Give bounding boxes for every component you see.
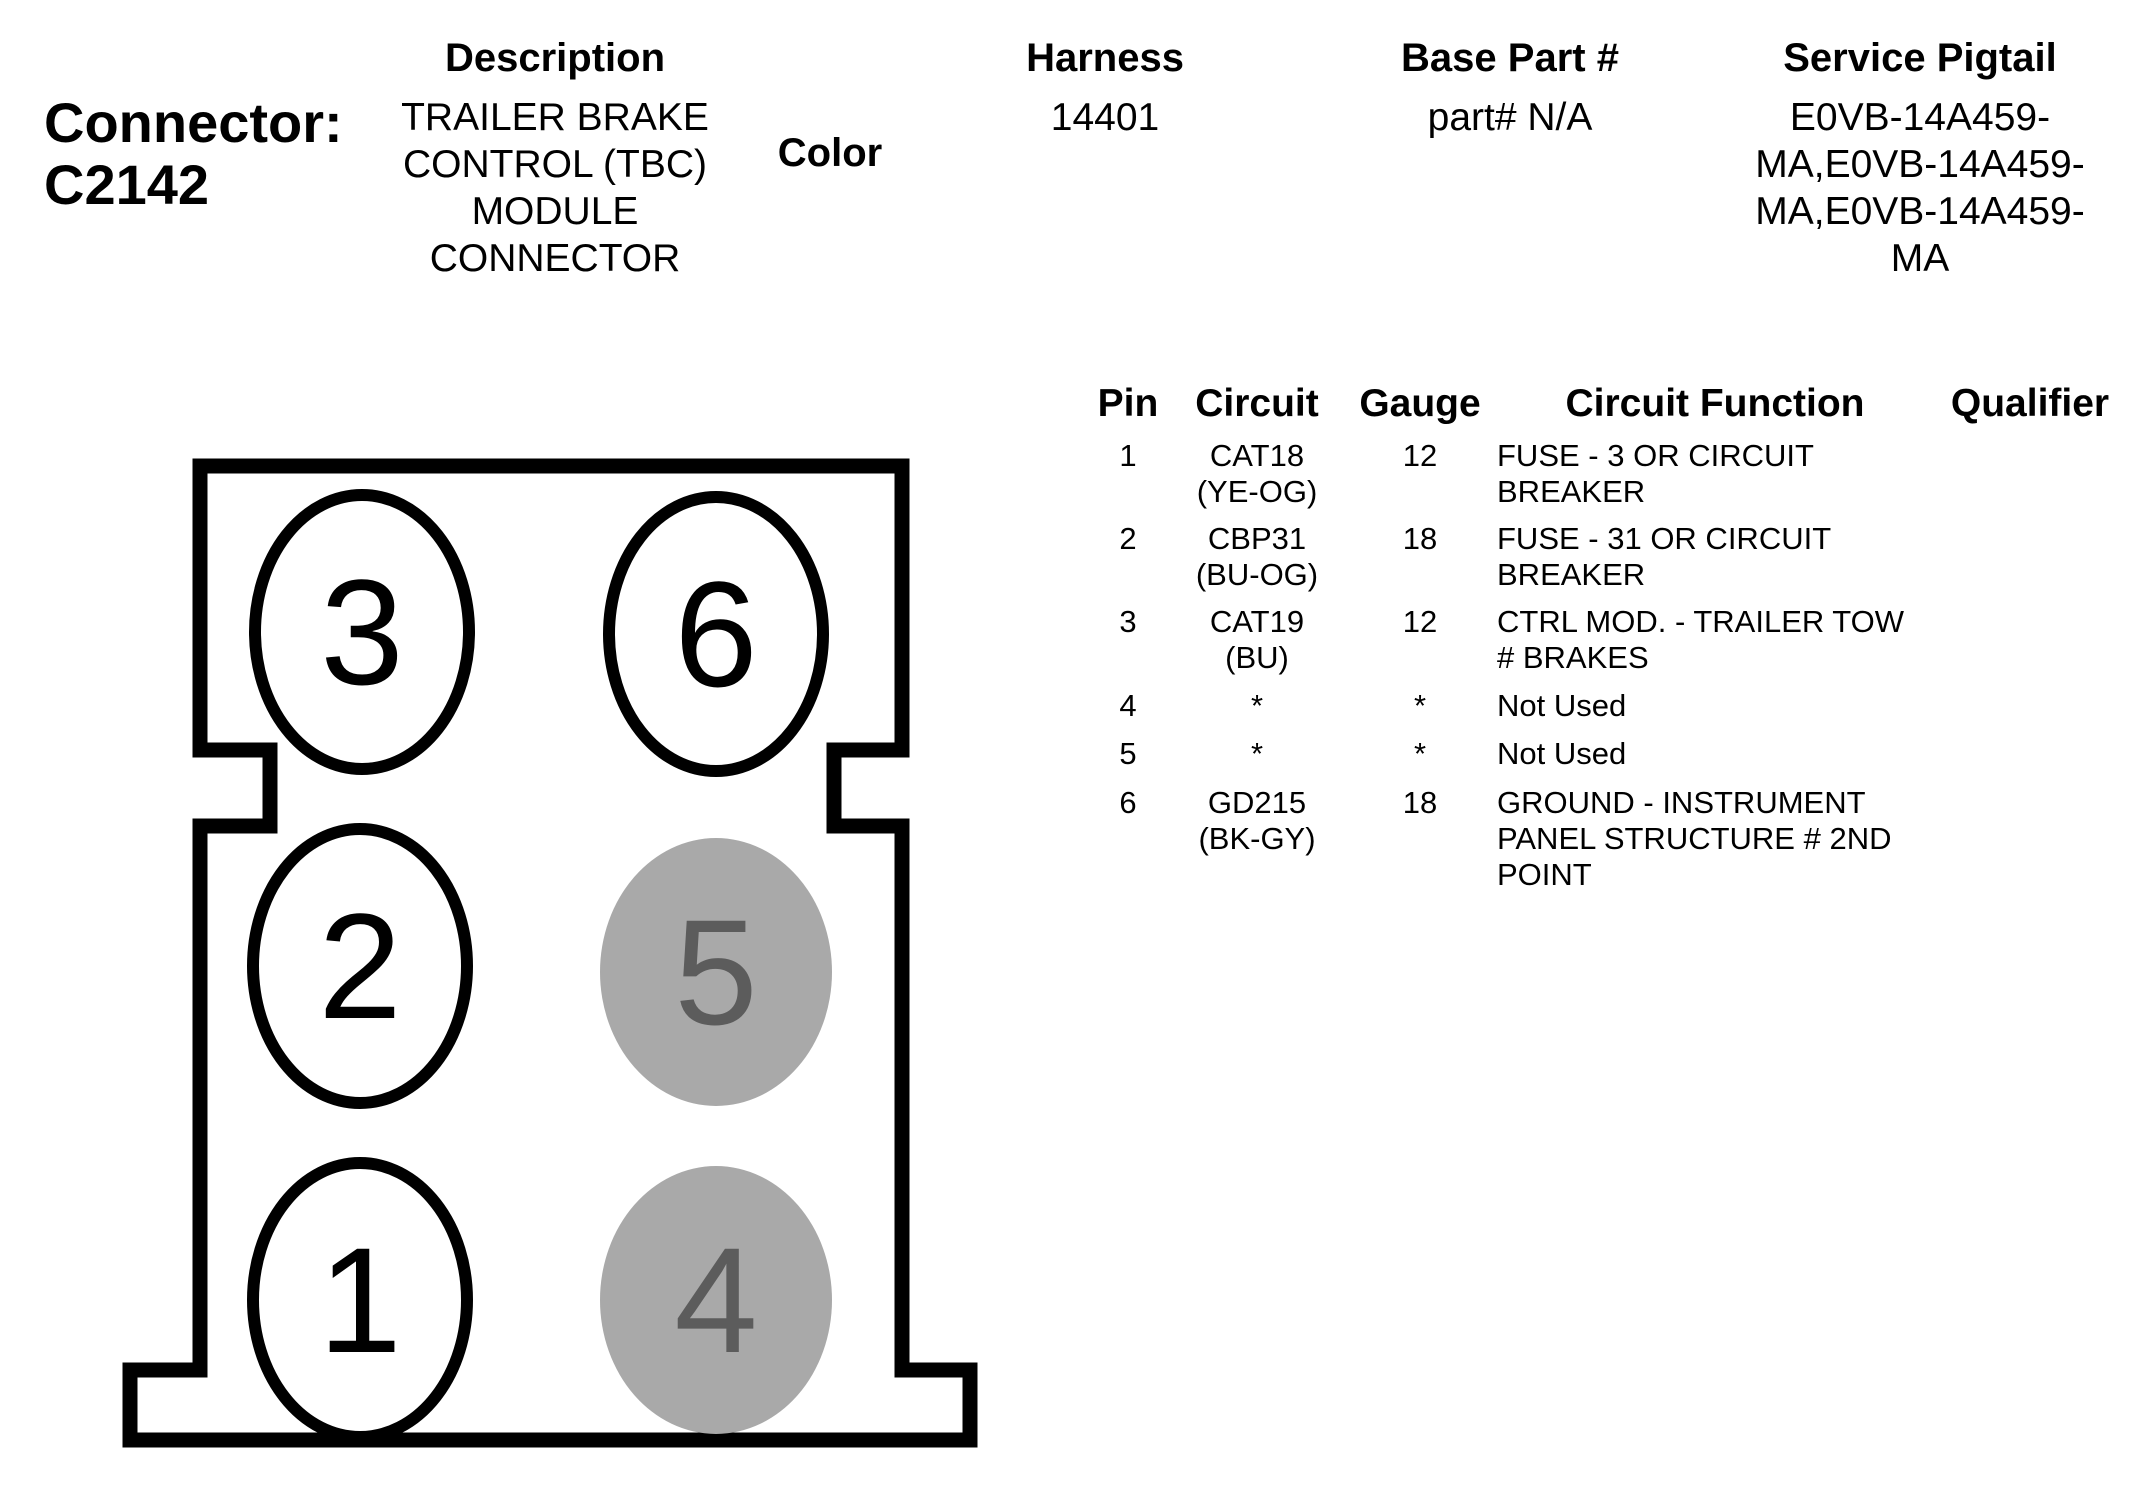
table-row-pin: 5 <box>1119 736 1137 771</box>
table-row-pin: 1 <box>1119 438 1137 473</box>
pin-number-label: 3 <box>320 548 403 716</box>
pin-cavity-4: 4 <box>600 1166 832 1434</box>
table-row-gauge: 12 <box>1402 604 1438 639</box>
table-row-circuit: * <box>1250 688 1264 723</box>
description-header: Description <box>444 36 666 80</box>
service-pigtail-value: E0VB-14A459- MA,E0VB-14A459- MA,E0VB-14A… <box>1755 96 2085 280</box>
pin-cavity-ellipse <box>247 823 473 1109</box>
pin-cavity-1: 1 <box>247 1157 473 1443</box>
circuit-column-header: Circuit <box>1195 382 1319 425</box>
pin-cavity-3: 3 <box>249 489 475 775</box>
table-row-function: CTRL MOD. - TRAILER TOW # BRAKES <box>1497 604 1905 675</box>
connector-id: C2142 <box>44 153 210 216</box>
table-row-pin: 6 <box>1119 785 1137 820</box>
pin-cavity-ellipse <box>247 1157 473 1443</box>
pin-number-label: 6 <box>674 550 757 718</box>
gauge-column-header: Gauge <box>1359 382 1481 425</box>
pin-cavity-2: 2 <box>247 823 473 1109</box>
table-row-circuit: CAT19 (BU) <box>1209 604 1305 675</box>
qualifier-column-header: Qualifier <box>1950 382 2110 425</box>
pin-number-label: 2 <box>318 882 401 1050</box>
table-row-function: FUSE - 3 OR CIRCUIT BREAKER <box>1497 438 1814 509</box>
table-row-circuit: CBP31 (BU-OG) <box>1195 521 1319 592</box>
service-pigtail-header: Service Pigtail <box>1783 36 2057 80</box>
connector-face-diagram: 3 6 2 5 1 4 <box>122 458 978 1448</box>
table-row-pin: 3 <box>1119 604 1137 639</box>
harness-value: 14401 <box>1050 96 1160 139</box>
table-row-pin: 4 <box>1119 688 1137 723</box>
color-header: Color <box>777 131 883 175</box>
table-row-function: GROUND - INSTRUMENT PANEL STRUCTURE # 2N… <box>1497 785 1892 892</box>
table-row-gauge: 18 <box>1402 521 1438 556</box>
table-row-gauge: * <box>1413 688 1427 723</box>
pin-number-label: 5 <box>674 888 757 1056</box>
pin-cavity-ellipse <box>603 491 829 777</box>
table-row-function: FUSE - 31 OR CIRCUIT BREAKER <box>1497 521 1832 592</box>
harness-header: Harness <box>1026 36 1184 80</box>
connector-label: Connector: <box>44 91 343 154</box>
pin-cavity-5: 5 <box>600 838 832 1106</box>
table-row-gauge: 18 <box>1402 785 1438 820</box>
description-value: TRAILER BRAKE CONTROL (TBC) MODULE CONNE… <box>401 96 709 280</box>
pin-cavity-ellipse <box>600 838 832 1106</box>
table-row-gauge: * <box>1413 736 1427 771</box>
table-row-circuit: GD215 (BK-GY) <box>1198 785 1316 856</box>
connector-title: Connector: C2142 <box>44 92 343 216</box>
table-row-circuit: CAT18 (YE-OG) <box>1196 438 1318 509</box>
pin-cavity-ellipse <box>249 489 475 775</box>
table-row-function: Not Used <box>1497 736 1627 771</box>
base-part-value: part# N/A <box>1427 96 1593 139</box>
pin-cavity-ellipse <box>600 1166 832 1434</box>
pin-column-header: Pin <box>1097 382 1159 425</box>
table-row-circuit: * <box>1250 736 1264 771</box>
pin-cavity-6: 6 <box>603 491 829 777</box>
pin-number-label: 4 <box>674 1216 757 1384</box>
pin-number-label: 1 <box>318 1216 401 1384</box>
circuit-function-column-header: Circuit Function <box>1565 382 1865 425</box>
table-row-gauge: 12 <box>1402 438 1438 473</box>
table-row-pin: 2 <box>1119 521 1137 556</box>
base-part-header: Base Part # <box>1401 36 1619 80</box>
table-row-function: Not Used <box>1497 688 1627 723</box>
